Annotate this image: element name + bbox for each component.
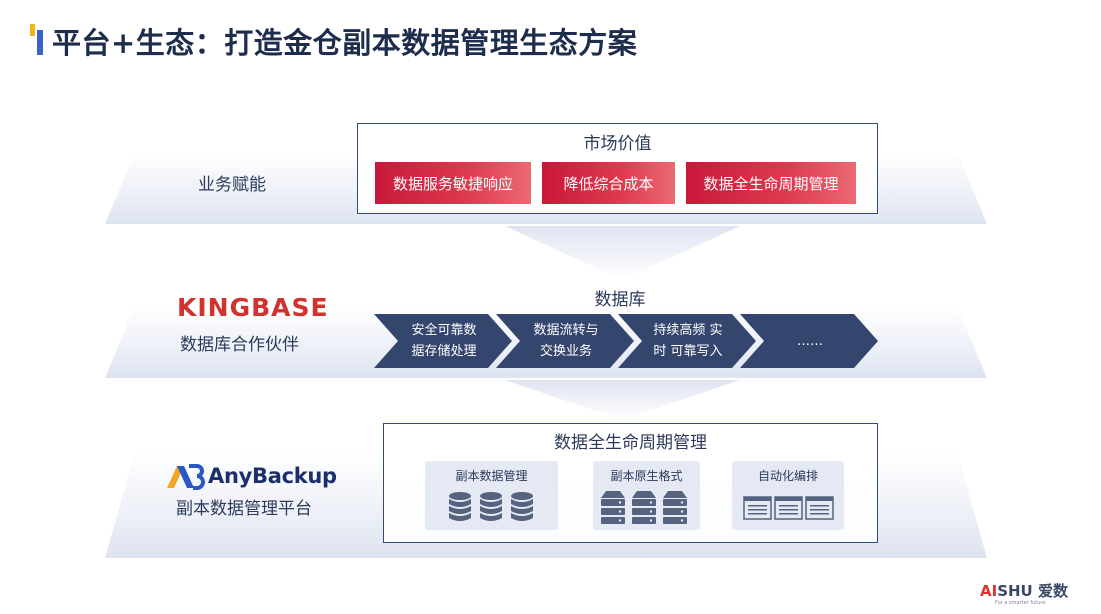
cost-reduction-tag: 降低综合成本	[542, 162, 675, 204]
copy-data-platform-label: 副本数据管理平台	[176, 499, 312, 519]
aishu-logo-ai: AI	[980, 582, 998, 600]
funnel-2	[505, 380, 740, 420]
server-icon	[601, 491, 687, 524]
page-title: 平台+生态：打造金仓副本数据管理生态方案	[52, 26, 638, 60]
chevron-4	[740, 314, 878, 368]
chevron-2	[496, 314, 634, 368]
aishu-logo: AISHU 爱数	[980, 580, 1068, 601]
market-value-title: 市场价值	[583, 134, 652, 154]
anybackup-logo-icon	[167, 464, 205, 490]
lifecycle-title: 数据全生命周期管理	[554, 433, 707, 453]
card-automation-label: 自动化编排	[757, 469, 818, 483]
funnel-1	[505, 226, 740, 280]
chevron-1-text: 安全可靠数 据存储处理	[411, 323, 477, 359]
title-accent-yellow	[30, 24, 35, 36]
chevron-row	[374, 314, 878, 368]
database-partner-label: 数据库合作伙伴	[180, 335, 299, 355]
database-title: 数据库	[594, 290, 646, 310]
aishu-logo-name: SHU 爱数	[997, 582, 1068, 600]
chevron-4-text: ……	[797, 334, 823, 349]
card-copy-data-management-label: 副本数据管理	[455, 469, 528, 483]
window-icon	[743, 496, 834, 520]
title-accent-blue	[37, 30, 43, 55]
chevron-2-text: 数据流转与 交换业务	[533, 323, 599, 359]
anybackup-logo-text: AnyBackup	[208, 464, 337, 488]
aishu-tagline: For a smarter future	[995, 600, 1046, 606]
chevron-3-text: 持续高频 实 时 可靠写入	[653, 323, 723, 359]
card-native-format-label: 副本原生格式	[610, 469, 683, 483]
agile-response-tag: 数据服务敏捷响应	[375, 162, 531, 204]
chevron-3	[618, 314, 756, 368]
kingbase-logo: KINGBASE	[177, 293, 329, 322]
business-label: 业务赋能	[198, 175, 266, 195]
lifecycle-tag: 数据全生命周期管理	[686, 162, 856, 204]
database-icon	[449, 492, 533, 521]
chevron-1	[374, 314, 512, 368]
